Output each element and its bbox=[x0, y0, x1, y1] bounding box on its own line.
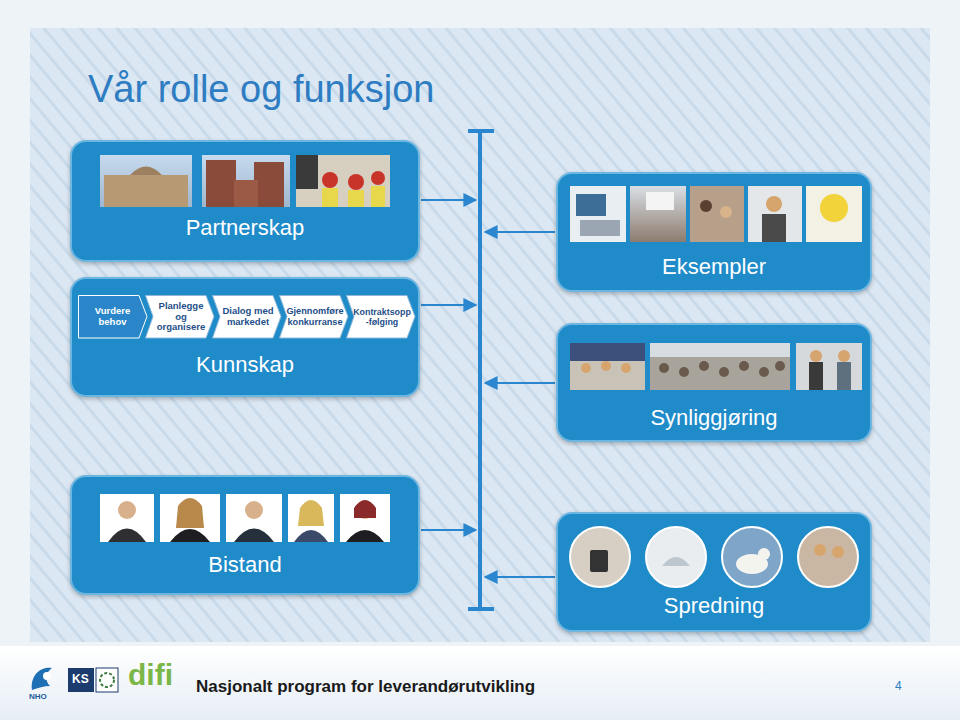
logo-text: NHO bbox=[29, 693, 47, 701]
box-heading: Spredning bbox=[558, 593, 870, 619]
photo bbox=[570, 343, 862, 390]
step-label: Gjennomføre konkurranse bbox=[286, 295, 344, 339]
process-chevron: Vurdere behov bbox=[78, 295, 148, 339]
chevron-shape bbox=[347, 296, 416, 339]
panel-ground bbox=[30, 28, 930, 642]
box-heading: Partnerskap bbox=[72, 215, 418, 241]
box-heading: Kunnskap bbox=[72, 352, 418, 378]
process-chevron: Planlegge og organisere bbox=[145, 295, 215, 339]
box-heading: Bistand bbox=[72, 552, 418, 578]
slide-title: Vår rolle og funksjon bbox=[88, 68, 434, 111]
box-heading: Synliggjøring bbox=[558, 405, 870, 431]
nho-logo bbox=[32, 668, 52, 690]
step-label: Kontraktsopp -følging bbox=[353, 295, 411, 339]
chevron-shape bbox=[79, 296, 148, 339]
content-box: Spredning bbox=[556, 512, 872, 632]
photo bbox=[100, 155, 390, 207]
logo-text: KS bbox=[72, 673, 89, 685]
chevron-shape bbox=[146, 296, 215, 339]
content-box: Kunnskap Vurdere behovPlanlegge og organi… bbox=[70, 277, 420, 397]
ks-logo bbox=[100, 673, 114, 687]
logo-text: difi bbox=[128, 660, 173, 690]
program-name: Nasjonalt program for leverandørutviklin… bbox=[196, 678, 535, 695]
photo bbox=[570, 186, 862, 242]
step-label: Dialog med markedet bbox=[219, 295, 277, 339]
ks-logo bbox=[96, 668, 118, 692]
process-chevron: Kontraktsopp -følging bbox=[346, 295, 416, 339]
bracket-arrow bbox=[421, 200, 555, 577]
footer-band bbox=[0, 646, 960, 720]
chevron-shape bbox=[213, 296, 282, 339]
content-box: Eksempler bbox=[556, 172, 872, 292]
content-box: Bistand bbox=[70, 475, 420, 595]
ks-logo bbox=[68, 668, 94, 692]
process-chevron: Gjennomføre konkurranse bbox=[279, 295, 349, 339]
portrait bbox=[100, 494, 390, 542]
step-label: Planlegge og organisere bbox=[152, 295, 210, 339]
bracket bbox=[468, 131, 494, 609]
photo bbox=[570, 527, 858, 587]
chevron-shape bbox=[280, 296, 349, 339]
content-box: Synliggjøring bbox=[556, 323, 872, 442]
step-label: Vurdere behov bbox=[82, 295, 143, 339]
content-box: Partnerskap bbox=[70, 140, 420, 262]
box-heading: Eksempler bbox=[558, 254, 870, 280]
photo-detail bbox=[590, 544, 844, 574]
page-number: 4 bbox=[895, 680, 902, 692]
process-chevron: Dialog med markedet bbox=[212, 295, 282, 339]
nho-logo bbox=[43, 672, 51, 680]
